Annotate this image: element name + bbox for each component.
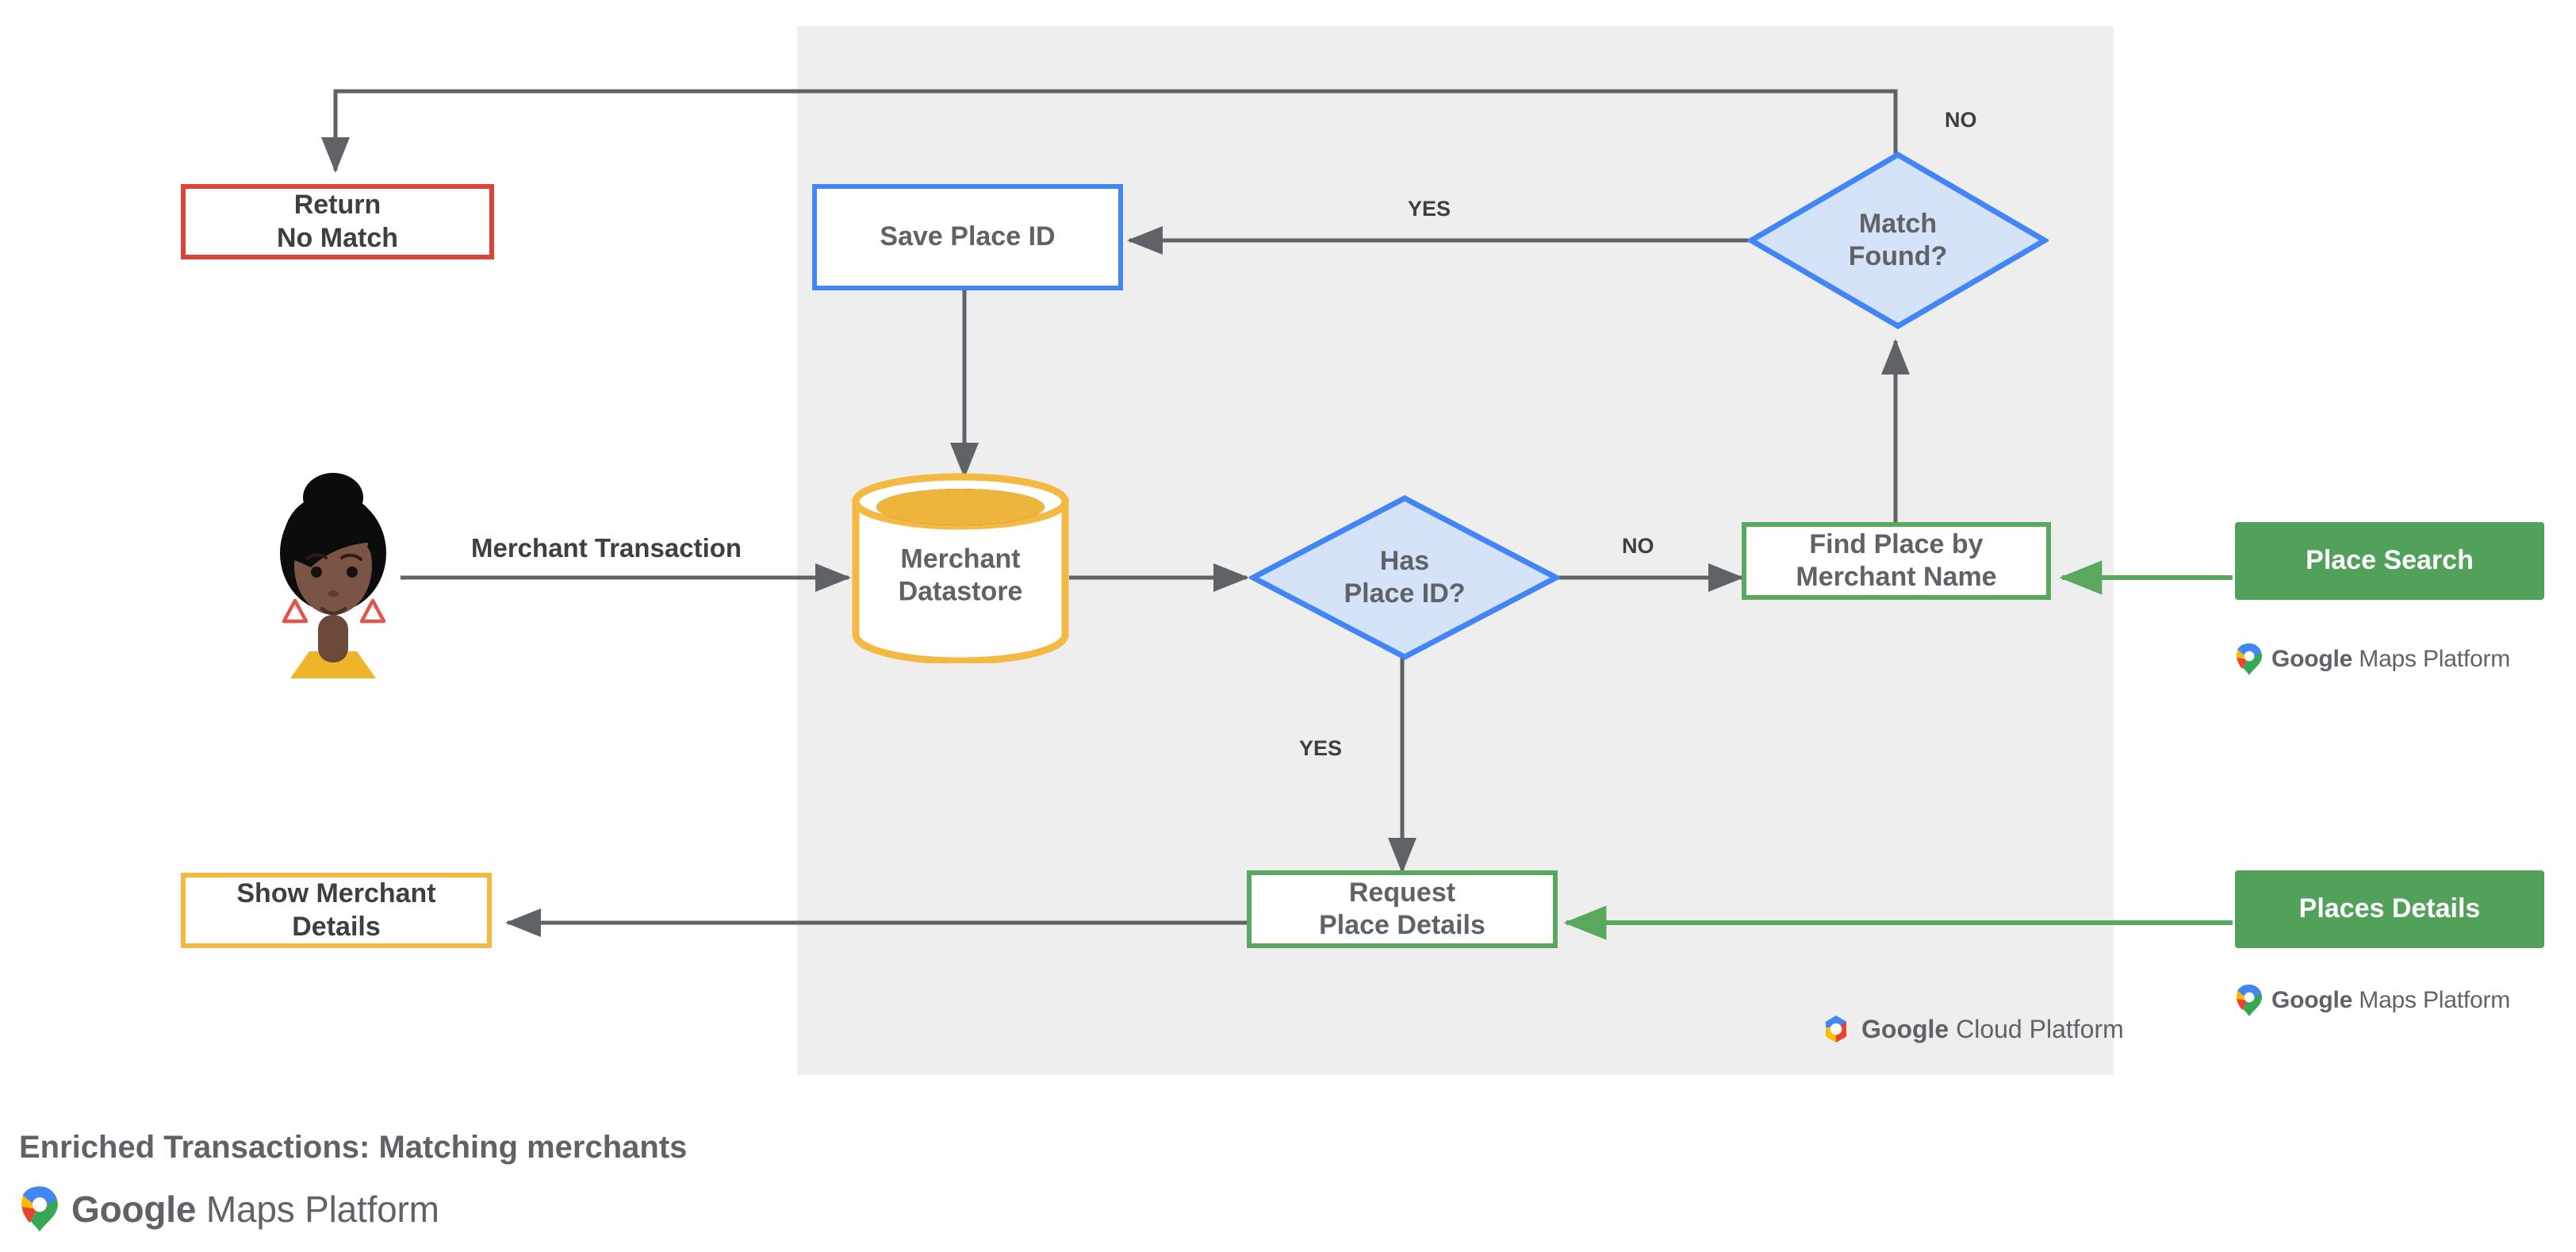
node-match-found-label: Match Found?	[1848, 208, 1948, 271]
places-details-maps-platform-logo: Google Maps Platform	[2235, 984, 2510, 1017]
caption-maps-suffix: Maps Platform	[205, 1189, 439, 1230]
edge-label-match-found-no: NO	[1945, 108, 1977, 132]
node-show-merchant-details-label: Show Merchant Details	[236, 878, 436, 942]
caption-maps-google: Google	[71, 1189, 197, 1230]
edge-label-match-found-yes: YES	[1408, 197, 1451, 221]
caption-maps-wordmark: Google Maps Platform	[71, 1188, 439, 1231]
maps-platform-wordmark: Google Maps Platform	[2271, 987, 2510, 1014]
node-has-place-id-label: Has Place ID?	[1344, 545, 1466, 609]
merchant-customer-avatar	[262, 464, 404, 678]
match-found-diamond-shape	[1746, 151, 2050, 330]
node-return-no-match[interactable]: Return No Match	[181, 184, 494, 259]
node-has-place-id[interactable]: Has Place ID?	[1247, 494, 1562, 661]
edge-label-has-place-id-yes: YES	[1299, 736, 1343, 760]
edge-label-has-place-id-no: NO	[1622, 534, 1654, 558]
node-find-place-by-merchant-name-label: Find Place by Merchant Name	[1796, 528, 1997, 592]
maps-platform-google: Google	[2271, 987, 2353, 1013]
gcp-wordmark: Google Cloud Platform	[1861, 1015, 2124, 1044]
node-return-no-match-label: Return No Match	[277, 190, 398, 253]
node-find-place-by-merchant-name[interactable]: Find Place by Merchant Name	[1742, 522, 2051, 600]
datastore-cylinder-shape	[852, 473, 1069, 665]
person-illustration-icon	[280, 473, 386, 678]
google-maps-pin-icon	[2237, 985, 2262, 1016]
maps-platform-suffix: Maps Platform	[2359, 646, 2511, 672]
google-maps-pin-icon	[21, 1186, 58, 1232]
node-save-place-id[interactable]: Save Place ID	[812, 184, 1123, 290]
node-merchant-datastore[interactable]: Merchant Datastore	[850, 473, 1071, 665]
node-request-place-details-label: Request Place Details	[1319, 877, 1485, 940]
node-merchant-datastore-label: Merchant Datastore	[898, 543, 1023, 607]
google-cloud-platform-badge: Google Cloud Platform	[1820, 1013, 2124, 1045]
gcp-suffix: Cloud Platform	[1956, 1014, 2124, 1043]
maps-platform-google: Google	[2271, 646, 2353, 672]
google-cloud-hexagon-icon	[1826, 1016, 1846, 1043]
diagram-caption-title: Enriched Transactions: Matching merchant…	[19, 1130, 688, 1165]
node-save-place-id-label: Save Place ID	[880, 221, 1056, 252]
caption-maps-platform-logo: Google Maps Platform	[19, 1185, 439, 1233]
node-request-place-details[interactable]: Request Place Details	[1247, 870, 1558, 948]
maps-platform-suffix: Maps Platform	[2359, 987, 2511, 1013]
node-place-search-label: Place Search	[2306, 545, 2474, 576]
gcp-google: Google	[1861, 1014, 1949, 1043]
maps-platform-wordmark: Google Maps Platform	[2271, 646, 2510, 673]
google-maps-pin-icon	[2237, 643, 2262, 675]
edge-label-merchant-transaction: Merchant Transaction	[471, 533, 742, 563]
has-place-id-diamond-shape	[1247, 495, 1562, 660]
node-match-found[interactable]: Match Found?	[1746, 151, 2050, 330]
place-search-maps-platform-logo: Google Maps Platform	[2235, 643, 2510, 676]
node-places-details-label: Places Details	[2298, 893, 2481, 924]
node-show-merchant-details[interactable]: Show Merchant Details	[181, 873, 492, 948]
node-places-details-button[interactable]: Places Details	[2235, 870, 2544, 948]
node-place-search-button[interactable]: Place Search	[2235, 522, 2544, 600]
